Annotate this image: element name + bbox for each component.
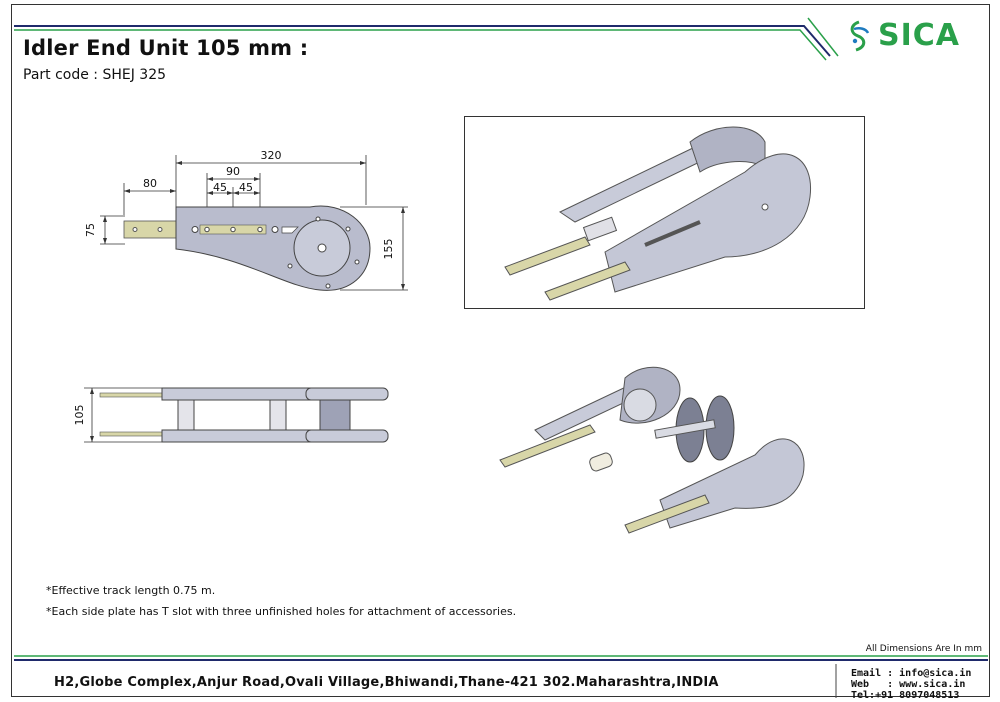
dim-80: 80 [143,177,157,190]
side-view-drawing: 105 [73,387,389,443]
header-lines [14,17,839,61]
page-frame [11,4,990,697]
notes: *Effective track length 0.75 m. *Each si… [46,580,516,622]
dim-75: 75 [84,223,97,237]
sica-logo: SICA [846,18,960,53]
dim-155: 155 [382,239,395,260]
assembled-view-illustration [504,126,812,301]
assembled-view-frame [464,116,865,309]
contact-block: Email : info@sica.in Web : www.sica.in T… [851,668,971,701]
contact-tel: Tel:+91 8097048513 [851,690,960,701]
contact-web[interactable]: Web : www.sica.in [851,679,966,690]
note-2: *Each side plate has T slot with three u… [46,605,517,618]
footer-address: H2,Globe Complex,Anjur Road,Ovali Villag… [54,675,719,690]
dim-45-a: 45 [213,181,227,194]
dim-90: 90 [226,165,240,178]
contact-email[interactable]: Email : info@sica.in [851,668,972,679]
note-1: *Effective track length 0.75 m. [46,584,216,597]
sica-logo-icon [850,20,870,51]
footer-lines [14,655,988,698]
all-dimensions-note: All Dimensions Are In mm [865,644,982,654]
logo-text: SICA [878,18,961,53]
part-code: Part code : SHEJ 325 [23,67,167,83]
dim-45-b: 45 [239,181,253,194]
page-title: Idler End Unit 105 mm : [23,36,309,60]
dim-320: 320 [261,149,282,162]
top-view-drawing: 320 80 90 45 45 75 155 [84,149,408,291]
dim-105: 105 [73,405,86,426]
exploded-view-illustration [499,366,805,534]
